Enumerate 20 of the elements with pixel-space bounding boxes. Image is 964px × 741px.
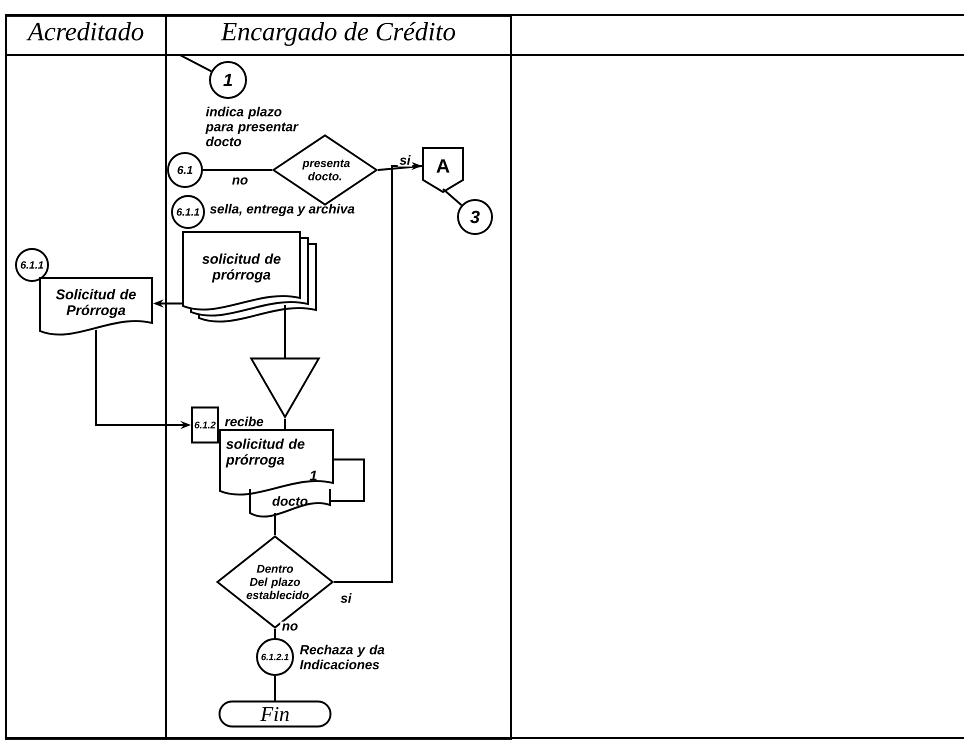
edge-label: si bbox=[338, 591, 354, 605]
connector bbox=[284, 418, 286, 430]
off-page-connector: A bbox=[422, 147, 464, 194]
connector bbox=[274, 628, 276, 638]
note-text: recibe bbox=[224, 416, 264, 426]
note-text: Rechaza y da Indicaciones bbox=[300, 644, 384, 670]
connector bbox=[202, 169, 272, 171]
connector bbox=[180, 54, 212, 72]
connector bbox=[274, 676, 276, 701]
edge-label: no bbox=[230, 176, 250, 186]
connector bbox=[378, 165, 422, 171]
note-text: sella, entrega y archiva bbox=[210, 204, 354, 216]
connector bbox=[330, 458, 365, 502]
connector bbox=[274, 512, 276, 536]
terminator: Fin bbox=[218, 700, 332, 728]
edge-label: no bbox=[280, 622, 300, 632]
document-stack: solicitud de prórroga bbox=[182, 231, 317, 323]
reference-box: 6.1.2 bbox=[191, 406, 219, 444]
edge-label: si bbox=[398, 153, 412, 167]
connector bbox=[442, 188, 462, 206]
